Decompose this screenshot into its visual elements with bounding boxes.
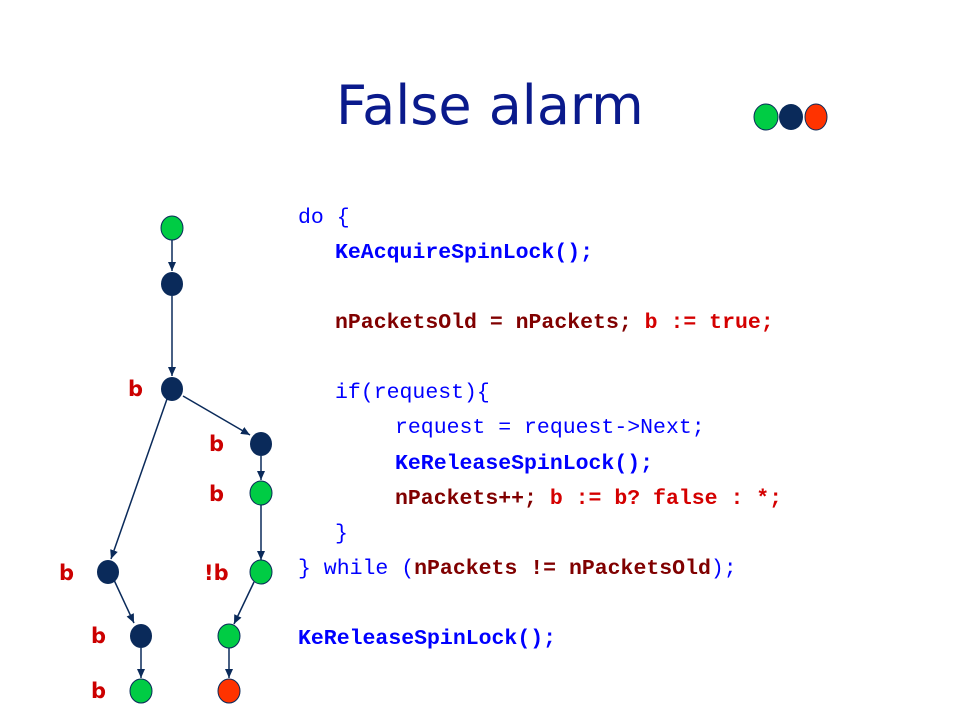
code-pred-true: b := true; <box>644 311 774 335</box>
code-acquire-call: KeAcquireSpinLock(); <box>335 241 594 265</box>
code-while-cond: nPackets != nPacketsOld <box>414 557 711 581</box>
node-n3 <box>161 377 183 401</box>
code-do: do { <box>298 206 350 230</box>
code-close-brace: } <box>335 522 348 546</box>
node-n8 <box>130 624 152 648</box>
node-n2 <box>161 272 183 296</box>
code-pred-update: b := b? false : *; <box>549 487 783 511</box>
label-n7: !b <box>204 561 229 585</box>
node-n7 <box>249 559 273 585</box>
code-next: request = request->Next; <box>395 416 705 440</box>
label-n3: b <box>128 377 144 401</box>
code-increment: nPackets++; <box>395 487 537 511</box>
code-line-10: KeReleaseSpinLock(); <box>298 627 557 651</box>
node-n1 <box>160 215 184 241</box>
slide-title: False alarm <box>336 74 644 137</box>
code-assign: nPacketsOld = nPackets; <box>335 311 632 335</box>
code-line-1: do { <box>298 206 350 230</box>
code-line-8: } <box>335 522 348 546</box>
legend-dot-green <box>753 103 779 131</box>
label-n5: b <box>209 482 225 506</box>
legend-dot-red <box>804 103 828 131</box>
code-release-call-inner: KeReleaseSpinLock(); <box>395 452 654 476</box>
code-if: if(request){ <box>335 381 490 405</box>
node-n5 <box>249 480 273 506</box>
label-n4: b <box>209 432 225 456</box>
node-n11 <box>217 678 241 704</box>
code-line-2: KeAcquireSpinLock(); <box>335 241 594 265</box>
code-line-6: KeReleaseSpinLock(); <box>395 452 654 476</box>
node-n6 <box>97 560 119 584</box>
edge-n3-n6 <box>110 398 168 560</box>
code-while-open: } while ( <box>298 557 415 581</box>
code-line-5: request = request->Next; <box>395 416 705 440</box>
code-while-close: ); <box>710 557 737 581</box>
node-n9 <box>217 623 241 649</box>
code-release-call-final: KeReleaseSpinLock(); <box>298 627 557 651</box>
code-line-4: if(request){ <box>335 381 490 405</box>
edge-n7-n9 <box>233 581 255 625</box>
edge-n6-n8 <box>113 579 135 624</box>
code-line-3: nPacketsOld = nPackets; b := true; <box>335 311 774 335</box>
node-n10 <box>129 678 153 704</box>
node-n4 <box>250 432 272 456</box>
edge-n3-n4 <box>182 395 251 436</box>
legend-dot-navy <box>779 104 803 130</box>
code-line-7: nPackets++; b := b? false : *; <box>395 487 783 511</box>
label-n6: b <box>59 561 75 585</box>
code-line-9: } while (nPackets != nPacketsOld); <box>298 557 737 581</box>
label-n10: b <box>91 679 107 703</box>
label-n8: b <box>91 624 107 648</box>
